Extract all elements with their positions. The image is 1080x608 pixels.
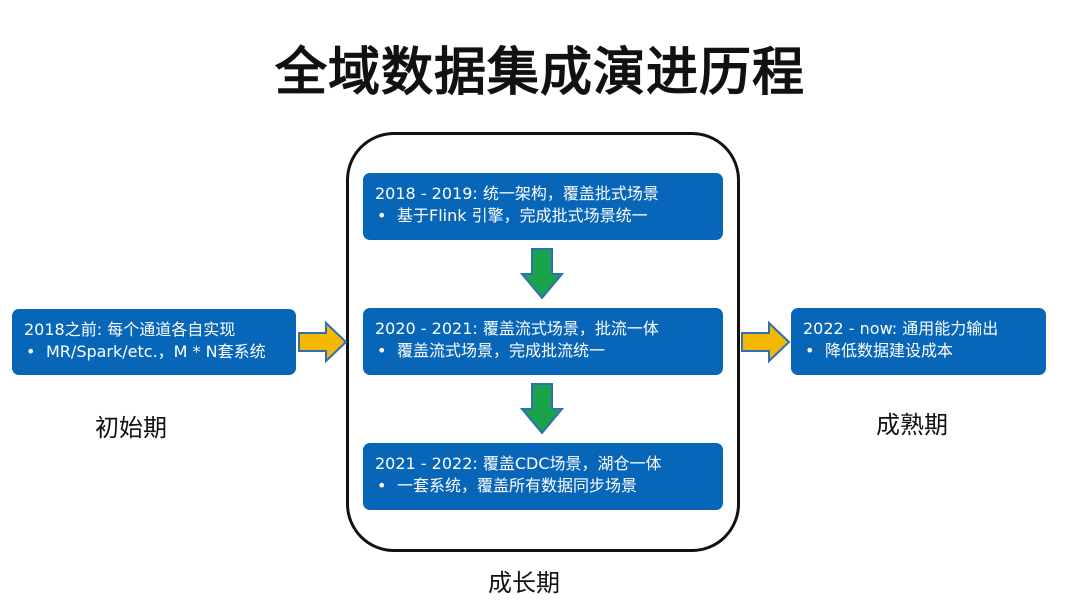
step-arrow-down-icon <box>519 383 565 435</box>
growth-step-3-bullet: • 一套系统，覆盖所有数据同步场景 <box>375 475 711 497</box>
bullet-icon: • <box>377 206 387 225</box>
initial-stage-heading: 2018之前: 每个通道各自实现 <box>24 320 236 339</box>
growth-step-1-bullet: • 基于Flink 引擎，完成批式场景统一 <box>375 205 711 227</box>
step-arrow-shape <box>519 248 565 300</box>
mature-stage-bullet-text: 降低数据建设成本 <box>825 341 954 360</box>
flow-arrow-right-icon <box>741 320 791 364</box>
growth-phase-frame <box>346 132 740 552</box>
mature-stage-bullet: • 降低数据建设成本 <box>803 340 1034 362</box>
flow-arrow-shape <box>741 320 791 364</box>
growth-step-3-heading: 2021 - 2022: 覆盖CDC场景，湖仓一体 <box>375 454 662 473</box>
mature-phase-label: 成熟期 <box>876 411 948 439</box>
growth-step-1-heading: 2018 - 2019: 统一架构，覆盖批式场景 <box>375 184 659 203</box>
step-arrow-down-icon <box>519 248 565 300</box>
growth-step-box-1: 2018 - 2019: 统一架构，覆盖批式场景 • 基于Flink 引擎，完成批… <box>363 173 723 240</box>
step-arrow-shape <box>519 383 565 435</box>
flow-arrow-shape <box>298 320 348 364</box>
growth-step-3-bullet-text: 一套系统，覆盖所有数据同步场景 <box>397 476 638 495</box>
initial-phase-label: 初始期 <box>95 414 167 442</box>
initial-stage-bullet: • MR/Spark/etc.，M * N套系统 <box>24 341 284 363</box>
initial-stage-bullet-text: MR/Spark/etc.，M * N套系统 <box>46 342 266 361</box>
growth-step-2-bullet-text: 覆盖流式场景，完成批流统一 <box>397 341 606 360</box>
growth-step-1-bullet-text: 基于Flink 引擎，完成批式场景统一 <box>397 206 648 225</box>
page-title: 全域数据集成演进历程 <box>274 43 805 103</box>
growth-phase-label: 成长期 <box>488 569 560 597</box>
mature-stage-heading: 2022 - now: 通用能力输出 <box>803 319 999 338</box>
bullet-icon: • <box>377 341 387 360</box>
flow-arrow-right-icon <box>298 320 348 364</box>
growth-step-box-3: 2021 - 2022: 覆盖CDC场景，湖仓一体 • 一套系统，覆盖所有数据同步… <box>363 443 723 510</box>
bullet-icon: • <box>26 342 36 361</box>
mature-stage-box: 2022 - now: 通用能力输出 • 降低数据建设成本 <box>791 308 1046 375</box>
growth-step-box-2: 2020 - 2021: 覆盖流式场景，批流一体 • 覆盖流式场景，完成批流统一 <box>363 308 723 375</box>
bullet-icon: • <box>805 341 815 360</box>
initial-stage-box: 2018之前: 每个通道各自实现 • MR/Spark/etc.，M * N套系统 <box>12 309 296 375</box>
growth-step-2-bullet: • 覆盖流式场景，完成批流统一 <box>375 340 711 362</box>
growth-step-2-heading: 2020 - 2021: 覆盖流式场景，批流一体 <box>375 319 659 338</box>
bullet-icon: • <box>377 476 387 495</box>
